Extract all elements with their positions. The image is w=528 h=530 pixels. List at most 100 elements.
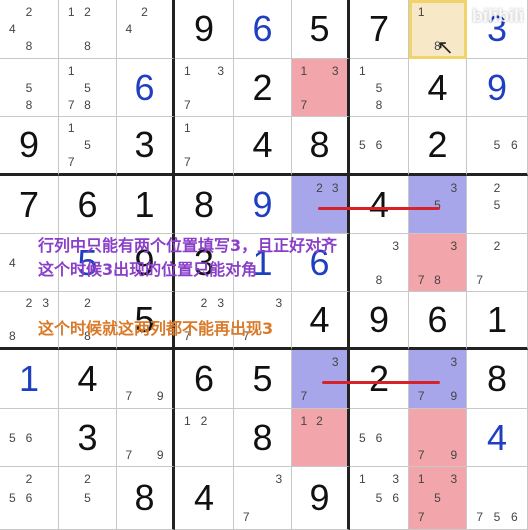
cell-r2c5[interactable]: 2 [234,59,292,117]
cell-r9c4[interactable]: 4 [175,467,234,530]
candidate-digit: 7 [183,328,191,343]
cell-r3c5[interactable]: 4 [234,117,292,176]
cell-r2c3[interactable]: 6 [117,59,175,117]
candidate-digit [371,120,388,137]
cell-r7c7[interactable]: 2 [350,350,409,409]
cell-r8c9[interactable]: 4 [467,409,528,467]
cell-r1c5[interactable]: 6 [234,0,292,59]
cell-r8c2[interactable]: 3 [59,409,117,467]
cell-r6c9[interactable]: 1 [467,292,528,350]
cell-r5c5[interactable]: 1 [234,234,292,292]
candidate-digit: 7 [183,154,191,169]
candidate-digit [212,446,229,463]
cell-r5c3[interactable]: 9 [117,234,175,292]
cell-r6c7[interactable]: 9 [350,292,409,350]
candidate-digit [371,62,388,79]
cell-r7c4[interactable]: 6 [175,350,234,409]
cell-r4c7[interactable]: 4 [350,176,409,234]
candidate-digit [429,388,445,405]
cell-r9c6[interactable]: 9 [292,467,350,530]
cell-r7c2[interactable]: 4 [59,350,117,409]
candidate-digit [413,429,429,446]
cell-r3c3[interactable]: 3 [117,117,175,176]
cell-r7c1[interactable]: 1 [0,350,59,409]
candidate-digit [196,153,213,170]
cell-r6c8[interactable]: 6 [409,292,467,350]
cell-r2c8[interactable]: 4 [409,59,467,117]
cell-r5c1[interactable]: 4 [0,234,59,292]
cell-value: 1 [18,358,40,399]
cell-r3c1[interactable]: 9 [0,117,59,176]
row-alignment-line-top [318,207,440,210]
cell-r5c4[interactable]: 3 [175,234,234,292]
cell-r8c5[interactable]: 8 [234,409,292,467]
cell-r3c8[interactable]: 2 [409,117,467,176]
cell-r6c6[interactable]: 4 [292,292,350,350]
cell-r4c4[interactable]: 8 [175,176,234,234]
cell-r5c2[interactable]: 5 [59,234,117,292]
cell-r7c5[interactable]: 5 [234,350,292,409]
cell-r4c1[interactable]: 7 [0,176,59,234]
cell-r3c6[interactable]: 8 [292,117,350,176]
candidate-digit [327,412,343,429]
cell-r1c7[interactable]: 7 [350,0,409,59]
cell-r7c9[interactable]: 8 [467,350,528,409]
cell-r1c9[interactable]: 3 [467,0,528,59]
cell-r2c9[interactable]: 9 [467,59,528,117]
cell-r1c6[interactable]: 5 [292,0,350,59]
candidate-digit [471,470,488,489]
cell-r5c6[interactable]: 6 [292,234,350,292]
cell-r4c5[interactable]: 9 [234,176,292,234]
cell-value: 3 [193,241,215,283]
cell-r9c3[interactable]: 8 [117,467,175,530]
cell-r6c3[interactable]: 5 [117,292,175,350]
cell-r4c3[interactable]: 1 [117,176,175,234]
cell-r4c2[interactable]: 6 [59,176,117,234]
cell-r1c4[interactable]: 9 [175,0,234,59]
